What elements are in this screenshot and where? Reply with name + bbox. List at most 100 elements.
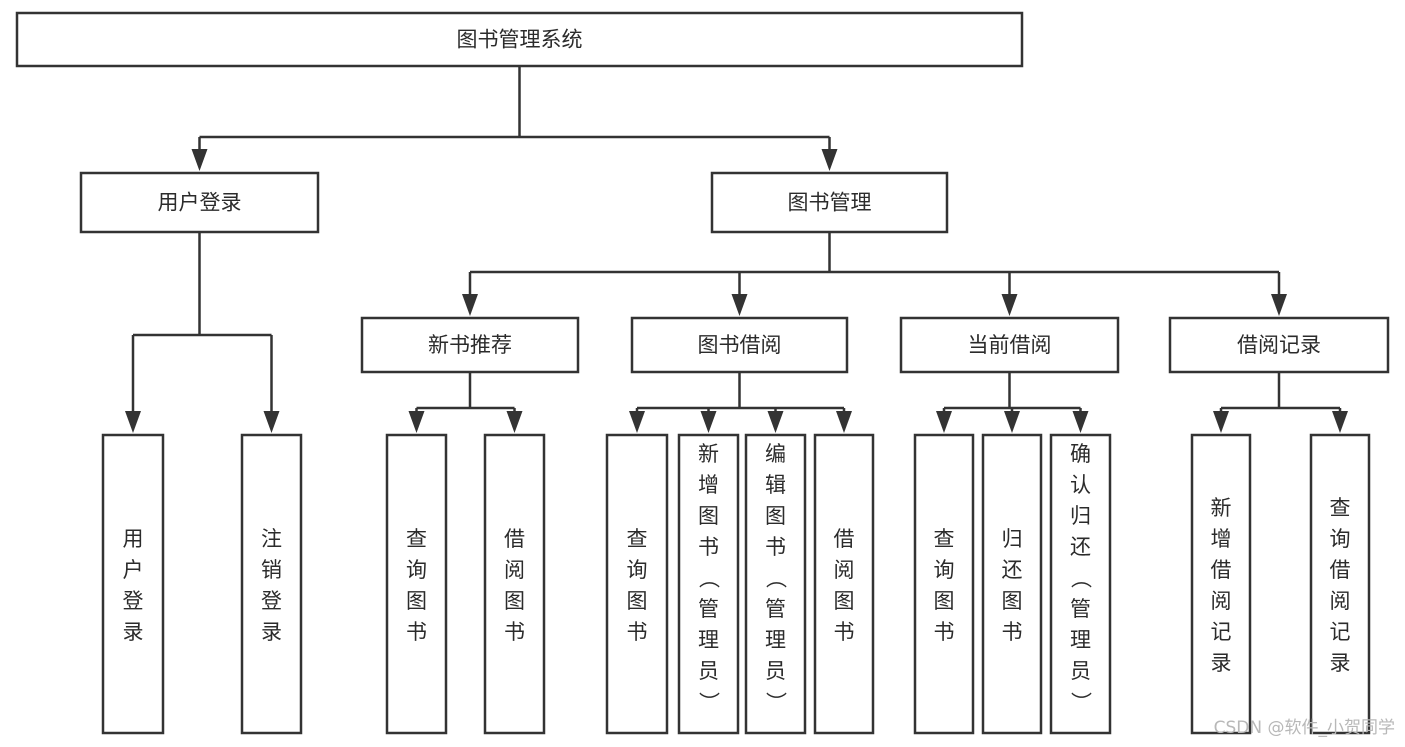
node-box-leaf-add-book <box>677 433 740 735</box>
node-label-char: ） <box>1069 692 1093 713</box>
arrow-head-icon <box>1213 411 1229 433</box>
node-label-current-borrow: 当前借阅 <box>968 333 1052 357</box>
node-label-char: 图 <box>504 589 525 613</box>
node-label-char: 查 <box>934 527 955 551</box>
node-label-char: 新 <box>1211 496 1232 520</box>
node-leaf-user-login[interactable]: 用户登录 <box>101 433 165 735</box>
arrow-head-icon <box>1004 411 1020 433</box>
node-label-char: 书 <box>504 620 525 644</box>
node-box-leaf-return-book <box>981 433 1043 735</box>
arrow-head-icon <box>506 411 523 433</box>
node-book-manage[interactable]: 图书管理 <box>710 171 949 234</box>
node-label-char: 借 <box>834 527 855 551</box>
node-label-char: （ <box>764 568 788 589</box>
arrow-head-icon <box>731 294 748 316</box>
node-label-char: 理 <box>1070 628 1091 652</box>
arrow-head-icon <box>191 149 208 171</box>
node-label-char: （ <box>697 568 721 589</box>
node-box-leaf-query-record <box>1309 433 1371 735</box>
node-label-char: 户 <box>123 558 144 582</box>
node-user-login[interactable]: 用户登录 <box>79 171 320 234</box>
node-label-char: 登 <box>123 589 144 613</box>
node-label-char: ） <box>764 692 788 713</box>
node-label-char: 书 <box>406 620 427 644</box>
node-label-char: 认 <box>1070 473 1091 497</box>
arrow-head-icon <box>1271 294 1287 316</box>
node-label-char: 新 <box>698 442 719 466</box>
node-label-char: 借 <box>1211 558 1232 582</box>
node-label-char: 员 <box>1070 659 1091 683</box>
node-label-char: 增 <box>1211 527 1232 551</box>
node-label-char: 图 <box>834 589 855 613</box>
node-label-char: 员 <box>765 659 786 683</box>
node-label-char: 书 <box>627 620 648 644</box>
node-label-char: 图 <box>934 589 955 613</box>
node-label-book-manage: 图书管理 <box>788 191 872 215</box>
arrow-head-icon <box>408 411 425 433</box>
node-label-char: 借 <box>504 527 525 551</box>
node-label-char: 管 <box>1070 597 1091 621</box>
node-label-char: 辑 <box>765 473 786 497</box>
node-box-leaf-query-book-rec <box>385 433 448 735</box>
arrow-head-icon <box>1072 411 1089 433</box>
node-label-char: 图 <box>627 589 648 613</box>
connector-layer <box>125 66 1348 433</box>
node-root[interactable]: 图书管理系统 <box>15 11 1024 68</box>
node-label-char: 图 <box>765 504 786 528</box>
arrow-head-icon <box>700 411 717 433</box>
node-box-current-borrow <box>899 316 1120 374</box>
node-label-char: 询 <box>934 558 955 582</box>
arrow-head-icon <box>1001 294 1018 316</box>
node-label-new-book-recommend: 新书推荐 <box>428 333 512 357</box>
node-label-root: 图书管理系统 <box>457 28 583 52</box>
node-label-char: 编 <box>765 442 786 466</box>
node-box-root <box>15 11 1024 68</box>
node-box-leaf-logout <box>240 433 303 735</box>
node-box-leaf-add-record <box>1190 433 1252 735</box>
node-label-char: ） <box>697 692 721 713</box>
node-layer: 新书推荐图书借阅当前借阅借阅记录用户登录图书管理图书管理系统用户登录注销登录查询… <box>15 11 1390 735</box>
node-label-char: 录 <box>1330 651 1351 675</box>
arrow-head-icon <box>1332 411 1348 433</box>
node-box-leaf-borrow-book <box>813 433 875 735</box>
node-box-leaf-query-book-cur <box>913 433 975 735</box>
node-label-char: 确 <box>1070 442 1091 466</box>
node-box-book-borrow <box>630 316 849 374</box>
node-box-new-book-recommend <box>360 316 580 374</box>
node-new-book-recommend[interactable]: 新书推荐 <box>360 316 580 374</box>
arrow-head-icon <box>629 411 645 433</box>
node-book-borrow[interactable]: 图书借阅 <box>630 316 849 374</box>
node-label-char: 书 <box>834 620 855 644</box>
node-box-leaf-borrow-book-rec <box>483 433 546 735</box>
node-label-char: 归 <box>1070 504 1091 528</box>
arrow-head-icon <box>767 411 784 433</box>
node-label-borrow-record: 借阅记录 <box>1237 333 1321 357</box>
node-box-leaf-user-login <box>101 433 165 735</box>
node-label-char: 管 <box>765 597 786 621</box>
node-label-char: 询 <box>406 558 427 582</box>
node-label-char: 图 <box>1002 589 1023 613</box>
arrow-head-icon <box>836 411 852 433</box>
node-label-char: 图 <box>406 589 427 613</box>
node-label-char: 录 <box>1211 651 1232 675</box>
node-box-user-login <box>79 171 320 234</box>
node-box-leaf-confirm-return <box>1049 433 1112 735</box>
node-label-char: 销 <box>261 558 282 582</box>
node-label-char: 查 <box>406 527 427 551</box>
watermark-label: CSDN @软件_小贺同学 <box>1214 718 1395 738</box>
node-current-borrow[interactable]: 当前借阅 <box>899 316 1120 374</box>
node-borrow-record[interactable]: 借阅记录 <box>1168 316 1390 374</box>
